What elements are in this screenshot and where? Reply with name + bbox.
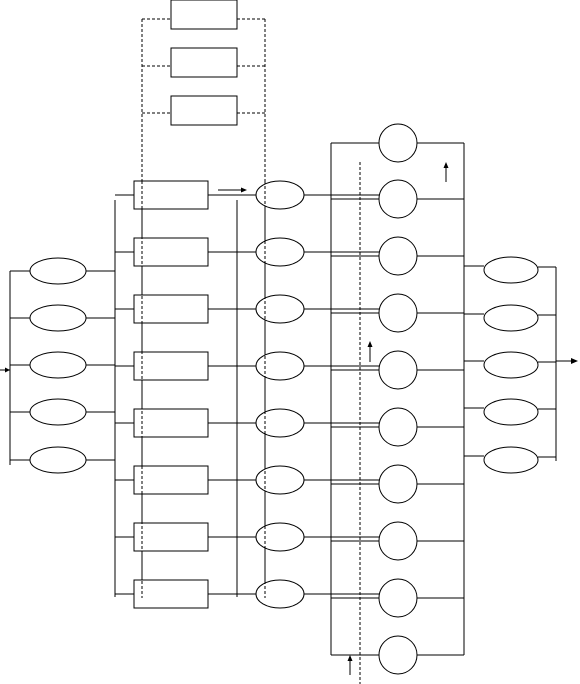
input-ellipse [29,398,87,426]
input-arrow-icon [5,367,10,373]
circle-node [378,464,418,504]
output-ellipse [483,304,539,332]
circle-node [378,293,418,333]
middle-ellipse [255,294,305,324]
output-ellipse [483,256,539,284]
up-arrow-icon [347,655,353,675]
circle-node [378,236,418,276]
dashed-box-3 [170,95,238,126]
middle-ellipse [255,237,305,267]
middle-rect [133,465,209,495]
middle-ellipse [255,180,305,210]
circle-node [378,179,418,219]
output-ellipse [483,398,539,426]
middle-ellipse [255,351,305,381]
middle-section [115,180,379,609]
circle-node [378,407,418,447]
dashed-box-2 [170,47,238,78]
middle-ellipse [255,522,305,552]
middle-rect [133,408,209,438]
up-arrow-icon [443,162,449,182]
dashed-box-1 [170,0,238,30]
input-section [0,200,116,597]
input-ellipse [29,257,87,285]
output-ellipse [483,351,539,379]
middle-rect [133,579,209,609]
up-arrow-icon [367,341,373,362]
middle-rect [133,351,209,381]
circle-node [378,521,418,561]
dashed-top-group [141,0,266,598]
output-section [464,256,578,474]
middle-ellipse [255,465,305,495]
middle-ellipse [255,408,305,438]
middle-rect [133,522,209,552]
circle-node [378,578,418,618]
middle-rect [133,237,209,267]
input-ellipse [29,351,87,379]
middle-rect [133,294,209,324]
circle-node [378,350,418,390]
right-arrow-icon [241,187,247,193]
circle-node [378,635,418,675]
middle-ellipse [255,579,305,609]
input-ellipse [29,446,87,474]
circle-node [378,123,418,163]
output-ellipse [483,446,539,474]
circle-section [330,123,465,684]
input-ellipse [29,304,87,332]
output-arrow-icon [571,358,578,364]
middle-rect [133,180,209,210]
